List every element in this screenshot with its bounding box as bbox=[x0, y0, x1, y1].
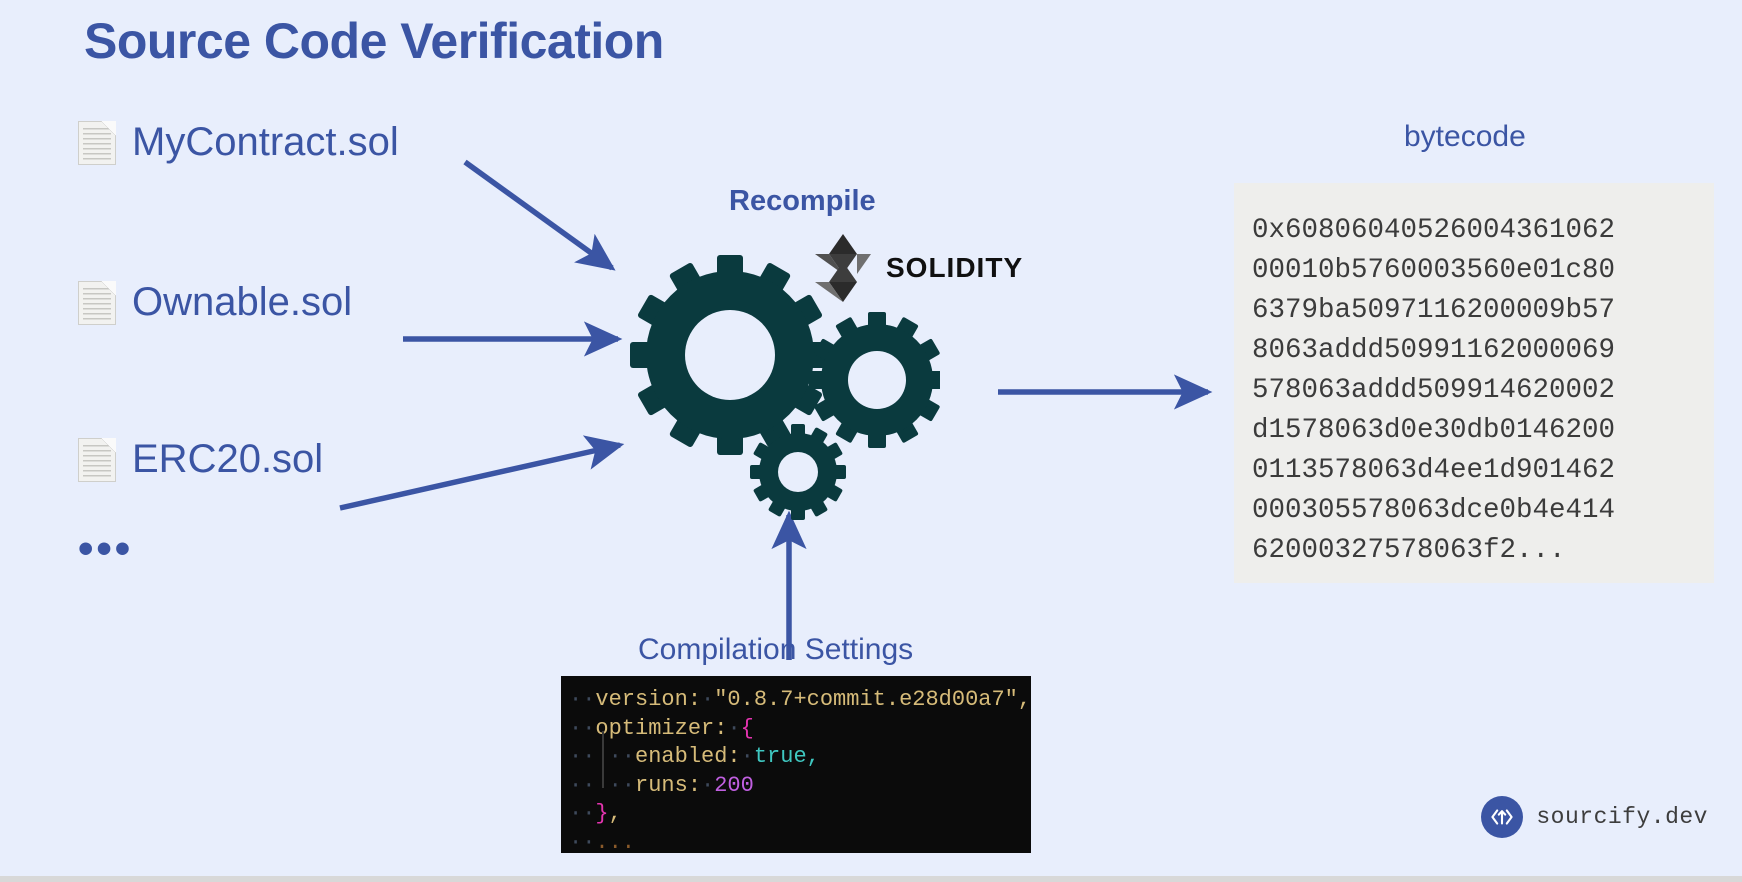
source-file-item: Ownable.sol bbox=[78, 280, 352, 325]
code-line: ··}, bbox=[569, 800, 1031, 829]
indent-dots: ·· bbox=[569, 687, 596, 712]
code-line: ··version:·"0.8.7+commit.e28d00a7", bbox=[569, 686, 1031, 715]
code-token-key: enabled: bbox=[635, 744, 741, 769]
page-icon bbox=[78, 280, 116, 325]
indent-dots: ·· bbox=[569, 829, 596, 854]
solidity-logo-icon bbox=[815, 234, 871, 302]
indent-dots: ·· bbox=[569, 801, 596, 826]
sourcify-name: sourcify.dev bbox=[1536, 804, 1708, 830]
arrow-erc20-to-gears-line bbox=[339, 435, 625, 511]
code-token-key: optimizer: bbox=[595, 715, 728, 741]
source-file-item: MyContract.sol bbox=[78, 120, 399, 165]
code-token-ws: · bbox=[727, 715, 741, 741]
solidity-wordmark: SOLIDITY bbox=[886, 252, 1024, 283]
code-token-ws: · bbox=[740, 744, 754, 769]
code-token-ws: · bbox=[701, 687, 715, 712]
solidity-logo: SOLIDITY bbox=[812, 232, 1023, 304]
code-token-brace: { bbox=[740, 715, 754, 741]
sourcify-branding[interactable]: sourcify.dev bbox=[1481, 796, 1708, 838]
source-file-ellipsis: ••• bbox=[78, 524, 134, 573]
sourcify-logo-icon bbox=[1481, 796, 1524, 838]
code-line: ·· ··enabled:·true, bbox=[569, 743, 1031, 772]
bytecode-label: bytecode bbox=[1404, 120, 1526, 153]
code-token-key: version: bbox=[595, 687, 702, 712]
gears-icon bbox=[630, 255, 940, 520]
code-line: ··... bbox=[569, 829, 1031, 854]
source-file-label: ERC20.sol bbox=[132, 437, 324, 481]
compilation-settings-code: ··version:·"0.8.7+commit.e28d00a7",··opt… bbox=[561, 676, 1031, 853]
code-token-key: , bbox=[608, 801, 622, 826]
source-file-item: ERC20.sol bbox=[78, 437, 323, 482]
page-icon bbox=[78, 437, 116, 482]
source-file-label: Ownable.sol bbox=[132, 280, 353, 324]
code-token-num: 200 bbox=[714, 772, 754, 798]
code-token-str: "0.8.7+commit.e28d00a7", bbox=[714, 687, 1031, 712]
code-line: ·· ··runs:·200 bbox=[569, 772, 1031, 801]
compilation-settings-label: Compilation Settings bbox=[638, 633, 914, 666]
page-title: Source Code Verification bbox=[84, 13, 664, 69]
bytecode-text: 0x60806040526004361062 00010b5760003560e… bbox=[1252, 215, 1616, 566]
arrow-mycontract-to-gears bbox=[463, 159, 616, 271]
indent-dots: ·· ·· bbox=[569, 744, 636, 769]
indent-dots: ·· bbox=[569, 715, 596, 741]
code-token-dots: ... bbox=[595, 829, 636, 854]
source-file-label: MyContract.sol bbox=[132, 120, 399, 164]
bytecode-panel: 0x60806040526004361062 00010b5760003560e… bbox=[1234, 183, 1714, 583]
code-token-ws: · bbox=[701, 772, 715, 798]
code-token-bool: true, bbox=[753, 744, 820, 769]
code-line: ··optimizer:·{ bbox=[569, 715, 1031, 744]
recompile-label: Recompile bbox=[729, 185, 876, 217]
code-token-brace: } bbox=[595, 801, 609, 826]
indent-dots: ·· ·· bbox=[569, 772, 636, 798]
code-token-key: runs: bbox=[635, 772, 702, 798]
page-icon bbox=[78, 120, 116, 165]
indent-guide bbox=[602, 731, 604, 788]
